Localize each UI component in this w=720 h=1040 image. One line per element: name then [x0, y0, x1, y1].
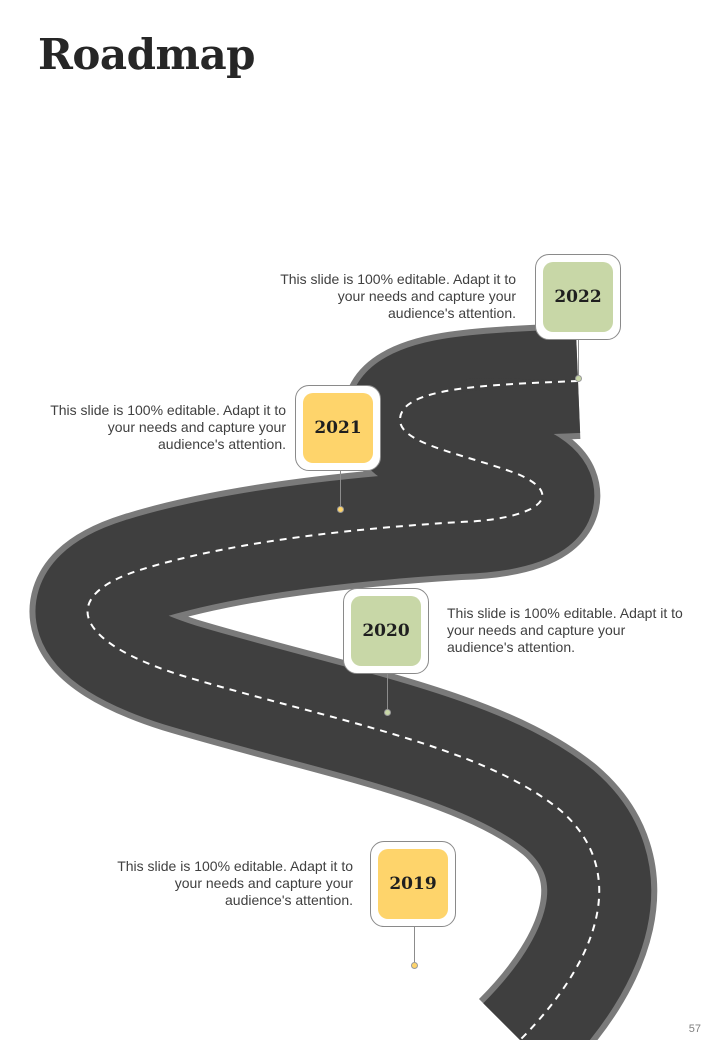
- milestone-2022-year: 2022: [543, 262, 613, 332]
- milestone-2022-description: This slide is 100% editable. Adapt it to…: [276, 271, 516, 322]
- milestone-2019-description: This slide is 100% editable. Adapt it to…: [113, 858, 353, 909]
- milestone-2019-year: 2019: [378, 849, 448, 919]
- milestone-2020-description: This slide is 100% editable. Adapt it to…: [447, 605, 687, 656]
- milestone-2019-pin-dot: [411, 962, 418, 969]
- milestone-2021-description: This slide is 100% editable. Adapt it to…: [46, 402, 286, 453]
- milestone-2021-pin-dot: [337, 506, 344, 513]
- milestone-2021-year: 2021: [303, 393, 373, 463]
- milestone-2021-pin-line: [340, 471, 341, 508]
- milestone-2020-pin-line: [387, 674, 388, 710]
- milestone-2019-pin-line: [414, 927, 415, 963]
- milestone-2021-marker: 2021: [295, 385, 381, 471]
- milestone-2022-marker: 2022: [535, 254, 621, 340]
- road-surface: [88, 381, 600, 1040]
- milestone-2020-year: 2020: [351, 596, 421, 666]
- milestone-2020-pin-dot: [384, 709, 391, 716]
- milestone-2019-marker: 2019: [370, 841, 456, 927]
- page-number: 57: [689, 1023, 701, 1035]
- milestone-2020-marker: 2020: [343, 588, 429, 674]
- milestone-2022-pin-dot: [575, 375, 582, 382]
- milestone-2022-pin-line: [578, 340, 579, 378]
